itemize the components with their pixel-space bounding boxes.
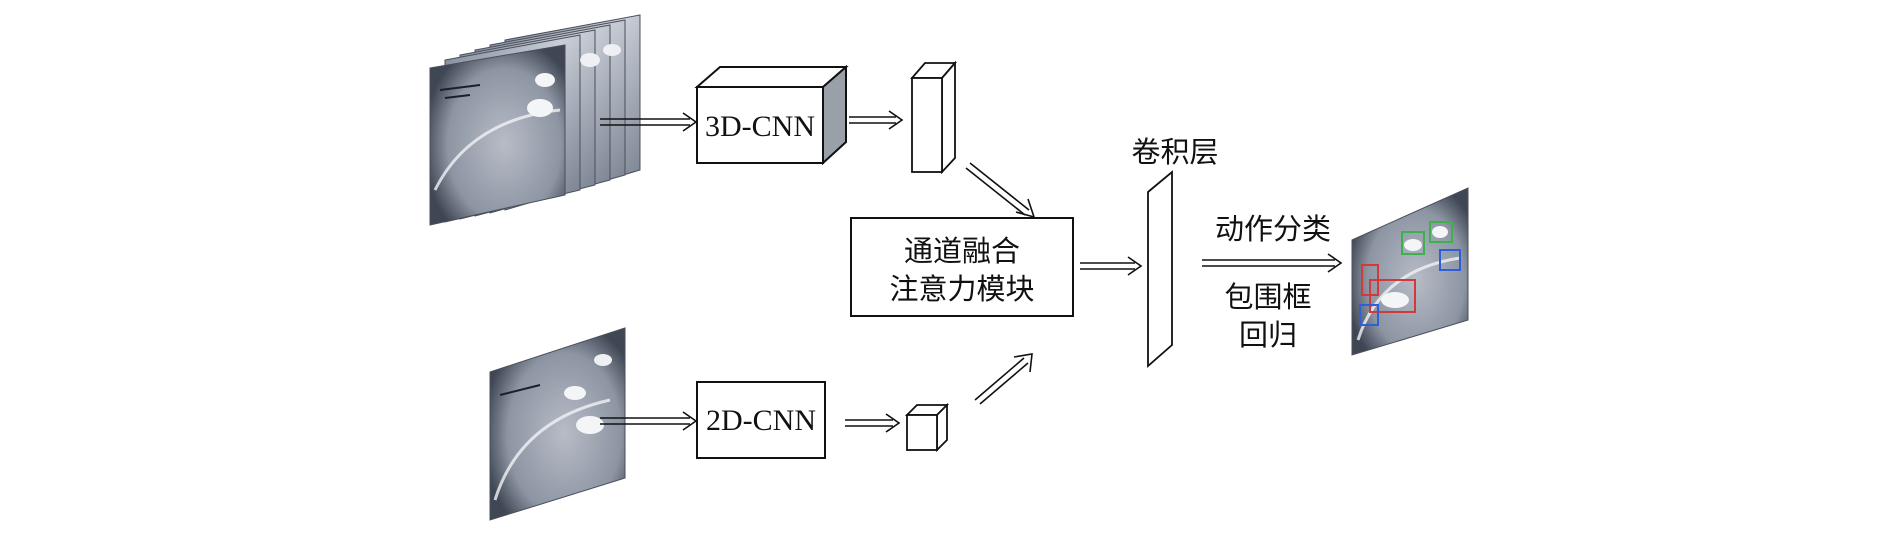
bbox-regression-line1: 包围框	[1224, 280, 1311, 314]
arrow-2d-feature-to-fusion	[974, 353, 1033, 405]
cnn2d-block	[696, 381, 826, 459]
arrow-3d-feature-to-fusion	[965, 162, 1036, 219]
bbox-regression-line2: 回归	[1239, 318, 1297, 352]
cnn3d-label: 3D-CNN	[705, 110, 815, 143]
feature-map-3d	[910, 60, 957, 175]
conv-layer-label: 卷积层	[1131, 135, 1218, 169]
fusion-label-line1: 通道融合	[904, 234, 1020, 268]
key-frame-input	[489, 327, 626, 521]
cnn3d-block	[694, 64, 849, 166]
bbox-blue-1	[1439, 249, 1461, 271]
conv-layer-plate	[1147, 170, 1173, 368]
arrow-3dcnn-to-feature	[849, 110, 904, 130]
arrow-2dcnn-to-feature	[845, 413, 901, 433]
video-clip-input	[429, 14, 641, 226]
bbox-green-1	[1401, 231, 1425, 255]
bbox-red-2	[1361, 264, 1379, 296]
cnn2d-label: 2D-CNN	[706, 404, 816, 437]
feature-map-2d	[904, 402, 950, 453]
fusion-label-line2: 注意力模块	[889, 272, 1034, 306]
action-classification-label: 动作分类	[1215, 212, 1331, 246]
bbox-blue-2	[1359, 304, 1379, 326]
arrow-conv-to-output	[1202, 253, 1343, 273]
detection-output-frame	[1351, 187, 1469, 356]
channel-fusion-attention-module	[850, 217, 1074, 317]
bbox-green-2	[1429, 221, 1453, 243]
arrow-fusion-to-conv	[1080, 256, 1143, 276]
